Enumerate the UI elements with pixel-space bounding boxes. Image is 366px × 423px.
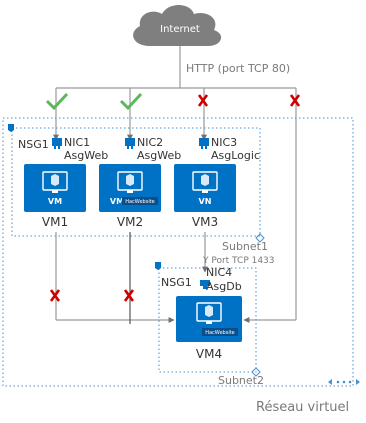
deny-x-vm2-db-icon bbox=[123, 289, 135, 302]
nic1-label: NIC1 bbox=[64, 136, 90, 149]
subnet1-connector-icon bbox=[255, 233, 265, 243]
subnet2-label: Subnet2 bbox=[218, 374, 264, 387]
nsg1-bottom-shield-icon bbox=[155, 262, 161, 270]
nsg1-top-shield-icon bbox=[8, 124, 14, 132]
asg1-label: AsgWeb bbox=[64, 149, 108, 162]
internet-label: Internet bbox=[160, 24, 200, 35]
asg4-label: AsgDb bbox=[206, 280, 242, 293]
asg3-label: AsgLogic bbox=[211, 149, 260, 162]
vm2-type: VM bbox=[110, 197, 124, 206]
vnet-label: Réseau virtuel bbox=[256, 400, 349, 415]
subnet1-label: Subnet1 bbox=[222, 240, 268, 253]
asg2-label: AsgWeb bbox=[137, 149, 181, 162]
deny-x-vm1-db-icon bbox=[49, 289, 61, 302]
http-label: HTTP (port TCP 80) bbox=[186, 62, 290, 75]
vm1-tile: VM bbox=[24, 164, 86, 212]
allow-check-vm1-icon bbox=[45, 92, 69, 111]
vm4-badge: HacWebsite bbox=[205, 330, 235, 336]
vm1-name: VM1 bbox=[42, 215, 68, 229]
vnet-icon bbox=[328, 379, 360, 385]
nic2-icon bbox=[125, 138, 135, 149]
vnet-boundary bbox=[2, 117, 354, 387]
vm3-name: VM3 bbox=[192, 215, 218, 229]
subnet2-connector-icon bbox=[251, 367, 261, 377]
vm2-badge: HacWebsite bbox=[125, 199, 155, 205]
nic3-label: NIC3 bbox=[211, 136, 237, 149]
nic2-label: NIC2 bbox=[137, 136, 163, 149]
nsg1-bottom-label: NSG1 bbox=[161, 276, 192, 289]
nic4-label: NIC4 bbox=[206, 266, 232, 279]
vm4-tile: HacWebsite bbox=[176, 296, 242, 342]
http-connectors bbox=[53, 46, 297, 323]
nic1-icon bbox=[52, 138, 62, 149]
internet-cloud-icon bbox=[133, 5, 222, 46]
vm4-name: VM4 bbox=[196, 347, 222, 361]
subnet1-boundary bbox=[11, 127, 261, 237]
vm2-tile: VM HacWebsite bbox=[99, 164, 161, 212]
vm1-type: VM bbox=[48, 197, 62, 206]
nic4-icon bbox=[200, 280, 210, 289]
nsg1-top-label: NSG1 bbox=[18, 138, 49, 151]
vm3-type: VN bbox=[199, 197, 212, 206]
db-connectors bbox=[55, 232, 208, 324]
allow-check-vm2-icon bbox=[119, 92, 143, 111]
nic3-icon bbox=[199, 138, 209, 149]
deny-x-direct-vm4-icon bbox=[289, 94, 301, 107]
vm2-name: VM2 bbox=[117, 215, 143, 229]
port-1433-label: Y Port TCP 1433 bbox=[202, 256, 275, 266]
vm3-tile: VN bbox=[174, 164, 236, 212]
deny-x-vm3-icon bbox=[197, 94, 209, 107]
